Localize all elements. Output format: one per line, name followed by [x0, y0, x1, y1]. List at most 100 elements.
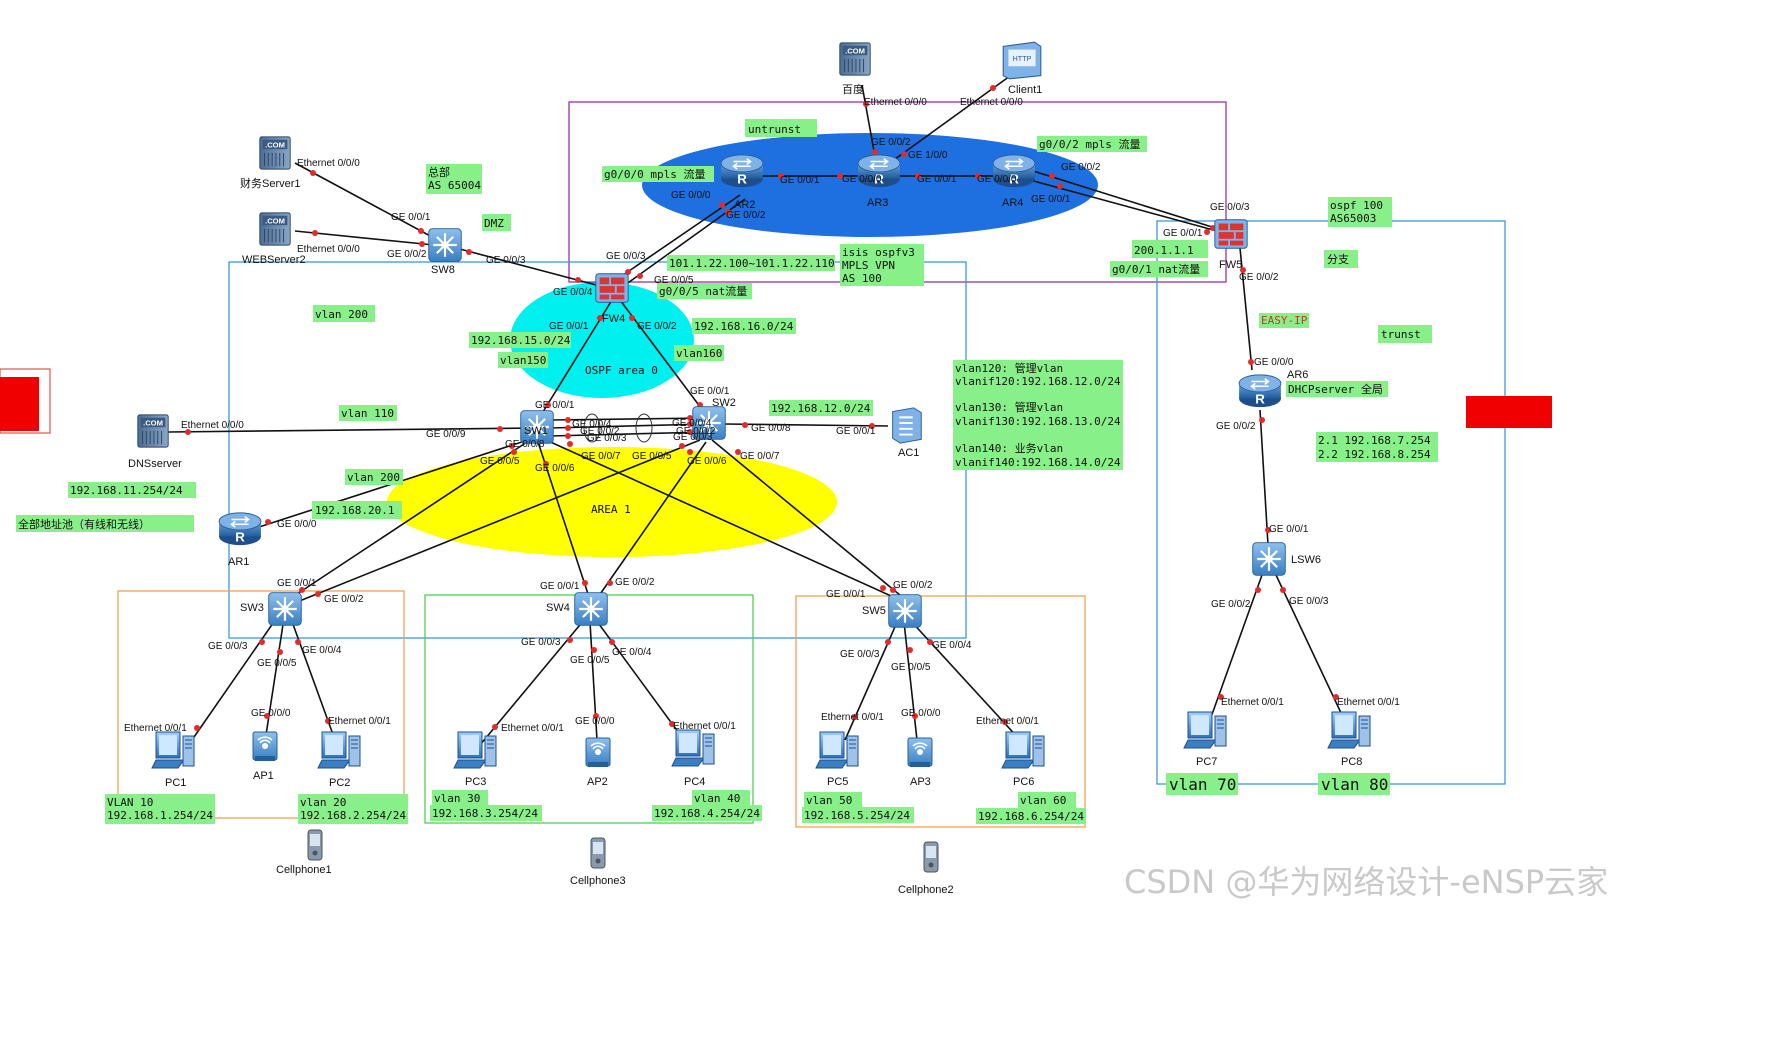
note-vlan10: VLAN 10 — [107, 796, 153, 809]
note-vlan60: vlan 60 — [1020, 794, 1066, 807]
link-sw1-sw2-c — [549, 431, 709, 437]
ap2-icon[interactable] — [585, 737, 611, 768]
label-pc1: PC1 — [165, 777, 186, 789]
cellphone2-icon[interactable] — [923, 841, 939, 873]
access-box-sw4 — [424, 594, 754, 824]
port-label: GE 0/0/1 — [540, 581, 580, 592]
port-label: GE 0/0/2 — [676, 426, 716, 437]
port-label: GE 0/0/3 — [840, 649, 880, 660]
label-ar1: AR1 — [228, 556, 249, 568]
note-vlan50: vlan 50 — [806, 794, 852, 807]
port-label: GE 0/0/1 — [277, 578, 317, 589]
port-label: GE 0/0/2 — [726, 210, 766, 221]
note-net4: 192.168.4.254/24 — [654, 807, 760, 820]
label-sw8: SW8 — [431, 264, 455, 276]
pc8-icon[interactable] — [1327, 711, 1371, 749]
client1-icon[interactable] — [1002, 41, 1042, 80]
port-label: Ethernet 0/0/0 — [297, 158, 360, 169]
ar1-icon[interactable] — [218, 512, 262, 546]
port-label: Ethernet 0/0/0 — [864, 97, 927, 108]
link-sw2-sw3 — [291, 439, 701, 605]
link-lsw6-pc8 — [1275, 574, 1343, 716]
port-label: GE 0/0/1 — [690, 386, 730, 397]
pc1-icon[interactable] — [151, 731, 195, 769]
ap1-icon[interactable] — [252, 731, 278, 762]
note-net15: 192.168.15.0/24 — [471, 334, 571, 347]
sw5-icon[interactable] — [887, 593, 923, 629]
port-label: GE 0/0/0 — [251, 708, 291, 719]
label-finance: 财务Server1 — [240, 176, 301, 190]
port-label: Ethernet 0/0/1 — [328, 716, 391, 727]
device-labels: 百度 Client1 财务Server1 WEBServer2 SW8 AR2 … — [128, 82, 1362, 896]
note-dhcp: DHCPserver 全局 — [1288, 382, 1383, 396]
port-label: GE 0/0/1 — [535, 400, 575, 411]
note-isis: isis ospfv3 — [842, 246, 915, 259]
dns-server-icon[interactable] — [137, 414, 169, 448]
pc4-icon[interactable] — [671, 729, 715, 767]
port-label: GE 0/0/2 — [580, 426, 620, 437]
note-vlan200-top: vlan 200 — [315, 308, 368, 321]
note-mgmt-1: vlan120: 管理vlan — [955, 361, 1063, 375]
baidu-server-icon[interactable] — [839, 42, 871, 76]
label-fw5: FW5 — [1219, 259, 1242, 271]
note-200-1-1-1: 200.1.1.1 — [1134, 244, 1194, 257]
cellphone1-icon[interactable] — [307, 829, 323, 861]
port-label: GE 0/0/2 — [615, 577, 655, 588]
port-label: GE 0/0/2 — [324, 594, 364, 605]
label-cellphone2: Cellphone2 — [898, 884, 954, 896]
note-net16: 192.168.16.0/24 — [694, 320, 794, 333]
port-label: Ethernet 0/0/0 — [297, 244, 360, 255]
label-pc5: PC5 — [827, 776, 848, 788]
ar6-icon[interactable] — [1238, 374, 1282, 408]
lsw6-icon[interactable] — [1251, 541, 1287, 577]
pc6-icon[interactable] — [1001, 731, 1045, 769]
label-sw3: SW3 — [240, 602, 264, 614]
link-sw2-sw4 — [595, 441, 707, 601]
port-label: GE 0/0/3 — [587, 433, 627, 444]
note-net5: 192.168.5.254/24 — [804, 809, 910, 822]
label-sw4: SW4 — [546, 602, 570, 614]
ar2-icon[interactable] — [720, 154, 764, 188]
link-ar6-lsw6 — [1259, 409, 1269, 546]
pc3-icon[interactable] — [453, 731, 497, 769]
note-branch: 分支 — [1327, 253, 1349, 266]
pc7-icon[interactable] — [1183, 711, 1227, 749]
label-sw2: SW2 — [712, 397, 736, 409]
port-label: GE 0/0/2 — [893, 580, 933, 591]
watermark: CSDN @华为网络设计-eNSP云家 — [1124, 863, 1608, 901]
label-web: WEBServer2 — [242, 254, 306, 266]
port-label: Ethernet 0/0/1 — [1221, 697, 1284, 708]
note-mpls-vpn: MPLS VPN — [842, 259, 895, 272]
port-label: GE 0/0/1 — [1163, 228, 1203, 239]
note-vlan110: vlan 110 — [341, 407, 394, 420]
label-sw5: SW5 — [862, 605, 886, 617]
port-label: GE 0/0/2 — [387, 249, 427, 260]
fw5-icon[interactable] — [1214, 219, 1248, 249]
fw4-icon[interactable] — [595, 273, 629, 303]
port-label: GE 0/0/0 — [901, 708, 941, 719]
pc5-icon[interactable] — [815, 731, 859, 769]
note-all-pool: 全部地址池（有线和无线） — [18, 517, 150, 531]
ac1-icon[interactable] — [891, 406, 923, 445]
port-label: GE 0/0/2 — [1239, 272, 1279, 283]
port-label: Ethernet 0/0/1 — [673, 721, 736, 732]
label-pc6: PC6 — [1013, 776, 1034, 788]
note-net11: 192.168.11.254/24 — [70, 484, 183, 497]
sw4-icon[interactable] — [573, 591, 609, 627]
ospf-area0-zone — [510, 282, 694, 398]
link-fw4-sw2 — [619, 299, 711, 421]
link-dns-sw1 — [167, 427, 536, 433]
annotations: untrunst g0/0/0 mpls 流量 g0/0/2 mpls 流量 总… — [16, 119, 1438, 824]
pc2-icon[interactable] — [317, 731, 361, 769]
web-server-icon[interactable] — [259, 212, 291, 246]
sw8-icon[interactable] — [427, 227, 463, 263]
cellphone3-icon[interactable] — [590, 837, 606, 869]
ap3-icon[interactable] — [907, 737, 933, 768]
link-finance-sw8 — [294, 162, 435, 239]
note-pool-2-1: 2.1 192.168.7.254 — [1318, 434, 1431, 447]
finance-server-icon[interactable] — [259, 136, 291, 170]
eth-trunk-ring-1 — [583, 413, 601, 443]
sw3-icon[interactable] — [267, 591, 303, 627]
port-label: GE 0/0/1 — [917, 174, 957, 185]
